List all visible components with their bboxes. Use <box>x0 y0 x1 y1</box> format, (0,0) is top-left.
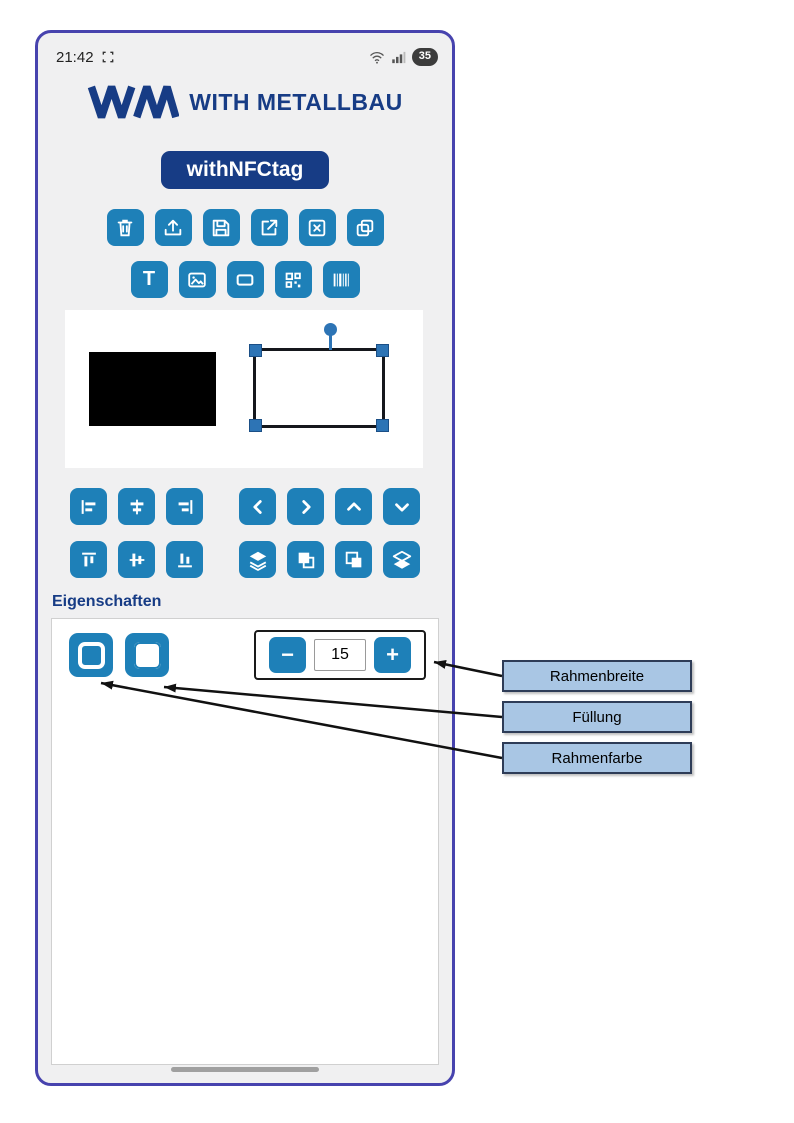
screenshot-icon <box>102 51 113 63</box>
move-right-button[interactable] <box>287 488 324 525</box>
move-down-icon <box>394 502 409 512</box>
toolbar-spacer <box>214 541 228 578</box>
align-right-button[interactable] <box>166 488 203 525</box>
annotation-text: Rahmenbreite <box>549 667 645 685</box>
barcode-tool-button[interactable] <box>322 261 360 298</box>
battery-indicator: 35 <box>411 48 438 66</box>
black-rectangle-shape[interactable] <box>89 352 216 426</box>
brand-header: WITH METALLBAU <box>38 81 452 123</box>
brand-name: WITH METALLBAU <box>189 88 403 115</box>
qrcode-tool-icon <box>285 272 301 288</box>
export-button[interactable] <box>250 209 288 246</box>
align-middle-vertical-button[interactable] <box>118 541 155 578</box>
clock-text: 21:42 <box>56 48 94 66</box>
align-center-horizontal-icon <box>130 499 143 514</box>
align-toolbar-row-2 <box>38 541 452 578</box>
save-button[interactable] <box>202 209 240 246</box>
toolbar-row-1 <box>38 209 452 246</box>
annotation-text: Füllung <box>572 708 622 726</box>
frame-color-button[interactable] <box>69 633 113 677</box>
align-top-icon <box>81 552 96 566</box>
send-backward-icon <box>298 552 314 568</box>
clear-button[interactable] <box>298 209 336 246</box>
toolbar-spacer <box>214 488 228 525</box>
design-canvas[interactable] <box>65 310 423 468</box>
move-right-icon <box>301 499 311 514</box>
decrease-frame-width-button[interactable]: − <box>269 637 306 673</box>
trash-icon <box>117 219 133 236</box>
rotation-handle-stem <box>329 334 333 350</box>
rectangle-tool-icon <box>236 273 254 286</box>
signal-icon <box>392 51 406 63</box>
rectangle-tool-button[interactable] <box>226 261 264 298</box>
move-left-icon <box>252 499 262 514</box>
wifi-icon <box>369 51 384 64</box>
bring-forward-icon <box>345 551 361 567</box>
frame-width-stepper: − + <box>254 630 426 680</box>
send-to-back-icon <box>392 550 411 569</box>
align-left-button[interactable] <box>70 488 107 525</box>
annotation-label-rahmenbreite: Rahmenbreite <box>502 660 692 692</box>
resize-handle-bottom-left[interactable] <box>249 419 262 432</box>
align-bottom-button[interactable] <box>166 541 203 578</box>
image-tool-icon <box>188 272 206 287</box>
bring-to-front-button[interactable] <box>239 541 276 578</box>
frame-color-swatch-icon <box>77 641 105 669</box>
wm-logo-icon <box>88 85 180 119</box>
align-left-icon <box>81 499 95 514</box>
increase-frame-width-button[interactable]: + <box>374 637 411 673</box>
export-icon <box>261 219 278 235</box>
status-bar: 21:42 35 <box>56 45 438 69</box>
delete-button[interactable] <box>106 209 144 246</box>
annotation-label-fuellung: Füllung <box>502 701 692 733</box>
barcode-tool-icon <box>333 273 349 286</box>
annotation-label-rahmenfarbe: Rahmenfarbe <box>502 742 692 774</box>
align-toolbar-row-1 <box>38 488 452 525</box>
move-left-button[interactable] <box>239 488 276 525</box>
save-icon <box>212 219 230 236</box>
send-to-back-button[interactable] <box>383 541 420 578</box>
text-tool-button[interactable]: T <box>130 261 168 298</box>
move-up-button[interactable] <box>335 488 372 525</box>
align-top-button[interactable] <box>70 541 107 578</box>
text-tool-icon: T <box>142 268 156 290</box>
image-tool-button[interactable] <box>178 261 216 298</box>
align-right-icon <box>178 499 192 514</box>
nfc-tag-button[interactable]: withNFCtag <box>160 151 330 189</box>
toolbar-row-2: T <box>38 261 452 298</box>
upload-icon <box>164 219 182 235</box>
phone-frame: 21:42 35 <box>35 30 455 1086</box>
duplicate-button[interactable] <box>346 209 384 246</box>
resize-handle-bottom-right[interactable] <box>376 419 389 432</box>
align-middle-vertical-icon <box>129 553 144 566</box>
send-backward-button[interactable] <box>287 541 324 578</box>
clear-icon <box>308 219 326 236</box>
qrcode-tool-button[interactable] <box>274 261 312 298</box>
selected-rectangle-shape[interactable] <box>249 323 389 432</box>
align-center-horizontal-button[interactable] <box>118 488 155 525</box>
align-bottom-icon <box>177 553 192 567</box>
rotation-handle-icon[interactable] <box>324 323 338 336</box>
move-down-button[interactable] <box>383 488 420 525</box>
fill-button[interactable] <box>125 633 169 677</box>
annotation-text: Rahmenfarbe <box>551 749 643 767</box>
bring-forward-button[interactable] <box>335 541 372 578</box>
properties-heading: Eigenschaften <box>52 593 162 610</box>
properties-panel: − + <box>51 618 439 1065</box>
move-up-icon <box>346 501 361 511</box>
home-indicator[interactable] <box>171 1067 319 1072</box>
resize-handle-top-left[interactable] <box>249 344 262 357</box>
duplicate-icon <box>356 219 374 236</box>
bring-to-front-icon <box>249 551 266 571</box>
fill-swatch-icon <box>133 641 161 669</box>
upload-button[interactable] <box>154 209 192 246</box>
frame-width-input[interactable] <box>314 639 366 671</box>
resize-handle-top-right[interactable] <box>376 344 389 357</box>
